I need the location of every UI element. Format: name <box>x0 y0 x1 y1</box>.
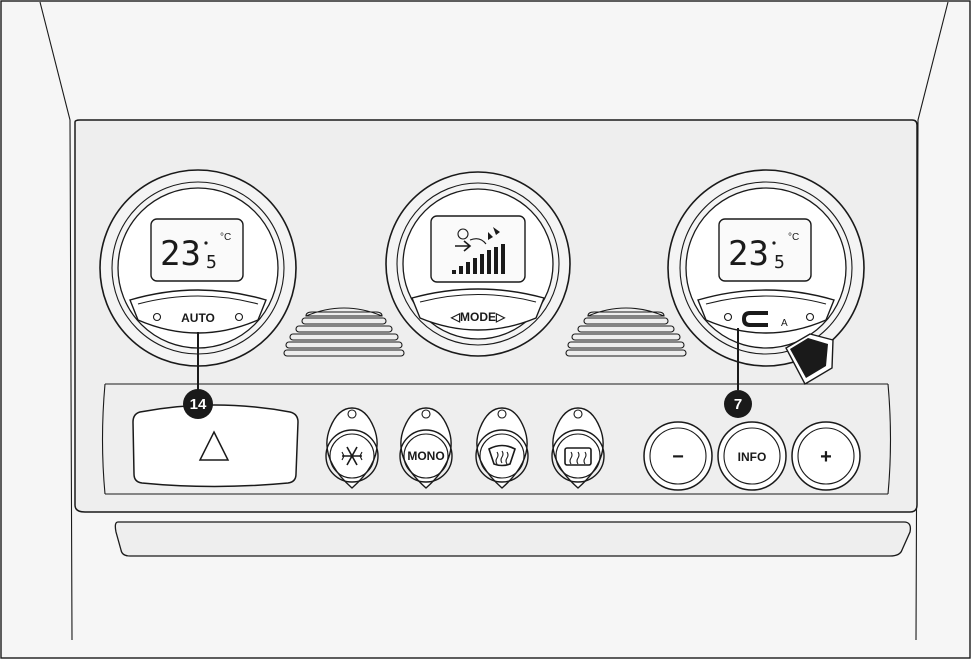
hazard-triangle-icon <box>198 430 230 461</box>
left-air-vent <box>283 307 405 357</box>
callout-14-label: 14 <box>190 396 207 413</box>
lower-trim-strip <box>114 521 912 557</box>
minus-button[interactable] <box>643 421 713 491</box>
right-strip-led-left <box>723 312 733 322</box>
rear-window-defrost-led <box>573 409 583 419</box>
left-temp-decimal: 5 <box>206 252 217 273</box>
left-auto-strip[interactable] <box>129 289 267 334</box>
left-temp-unit: °C <box>220 232 231 243</box>
callout-14-marker <box>183 389 213 419</box>
left-temp-dot <box>204 241 208 245</box>
airflow-mode-icon <box>455 227 500 252</box>
hazard-button[interactable] <box>132 404 299 488</box>
panel-right-curve <box>887 383 892 495</box>
dash-left-edge <box>39 1 73 641</box>
fan-speed-bars-icon <box>452 244 505 274</box>
center-strip-inner-line <box>419 294 537 303</box>
right-temperature-display <box>718 218 812 282</box>
ac-led <box>347 409 357 419</box>
callout-7-marker <box>724 390 752 418</box>
right-air-vent <box>565 307 687 357</box>
ac-button[interactable] <box>325 407 379 489</box>
windshield-defrost-icon <box>488 444 516 467</box>
mono-button[interactable] <box>399 407 453 489</box>
recirculation-auto-label: A <box>781 318 788 329</box>
right-temp-main: 23 <box>728 234 769 274</box>
info-button[interactable] <box>717 421 787 491</box>
windshield-defrost-led <box>497 409 507 419</box>
left-strip-led-left <box>152 312 162 322</box>
right-temp-unit: °C <box>788 232 799 243</box>
minus-label: − <box>672 446 684 468</box>
right-temp-dot <box>772 241 776 245</box>
center-mode-label: ◁MODE▷ <box>450 310 506 324</box>
right-strip-led-right <box>805 312 815 322</box>
info-label: INFO <box>738 450 767 464</box>
plus-button[interactable] <box>791 421 861 491</box>
press-arrow-icon <box>790 338 828 378</box>
callout-7-label: 7 <box>734 396 742 413</box>
panel-left-curve <box>101 383 106 495</box>
right-strip-inner-line <box>705 295 827 305</box>
left-strip-inner-line <box>137 295 259 305</box>
mono-label: MONO <box>407 449 444 463</box>
right-temp-decimal: 5 <box>774 252 785 273</box>
recirculation-icon <box>741 311 768 327</box>
mono-led <box>421 409 431 419</box>
left-strip-led-right <box>234 312 244 322</box>
left-temp-main: 23 <box>160 234 201 274</box>
left-auto-label: AUTO <box>181 311 215 325</box>
center-mode-display <box>430 215 526 283</box>
rear-window-defrost-icon <box>564 447 592 466</box>
plus-label: + <box>820 446 832 468</box>
snowflake-icon <box>341 446 363 466</box>
center-mode-strip[interactable] <box>411 288 545 331</box>
left-temperature-display <box>150 218 244 282</box>
windshield-defrost-button[interactable] <box>475 407 529 489</box>
